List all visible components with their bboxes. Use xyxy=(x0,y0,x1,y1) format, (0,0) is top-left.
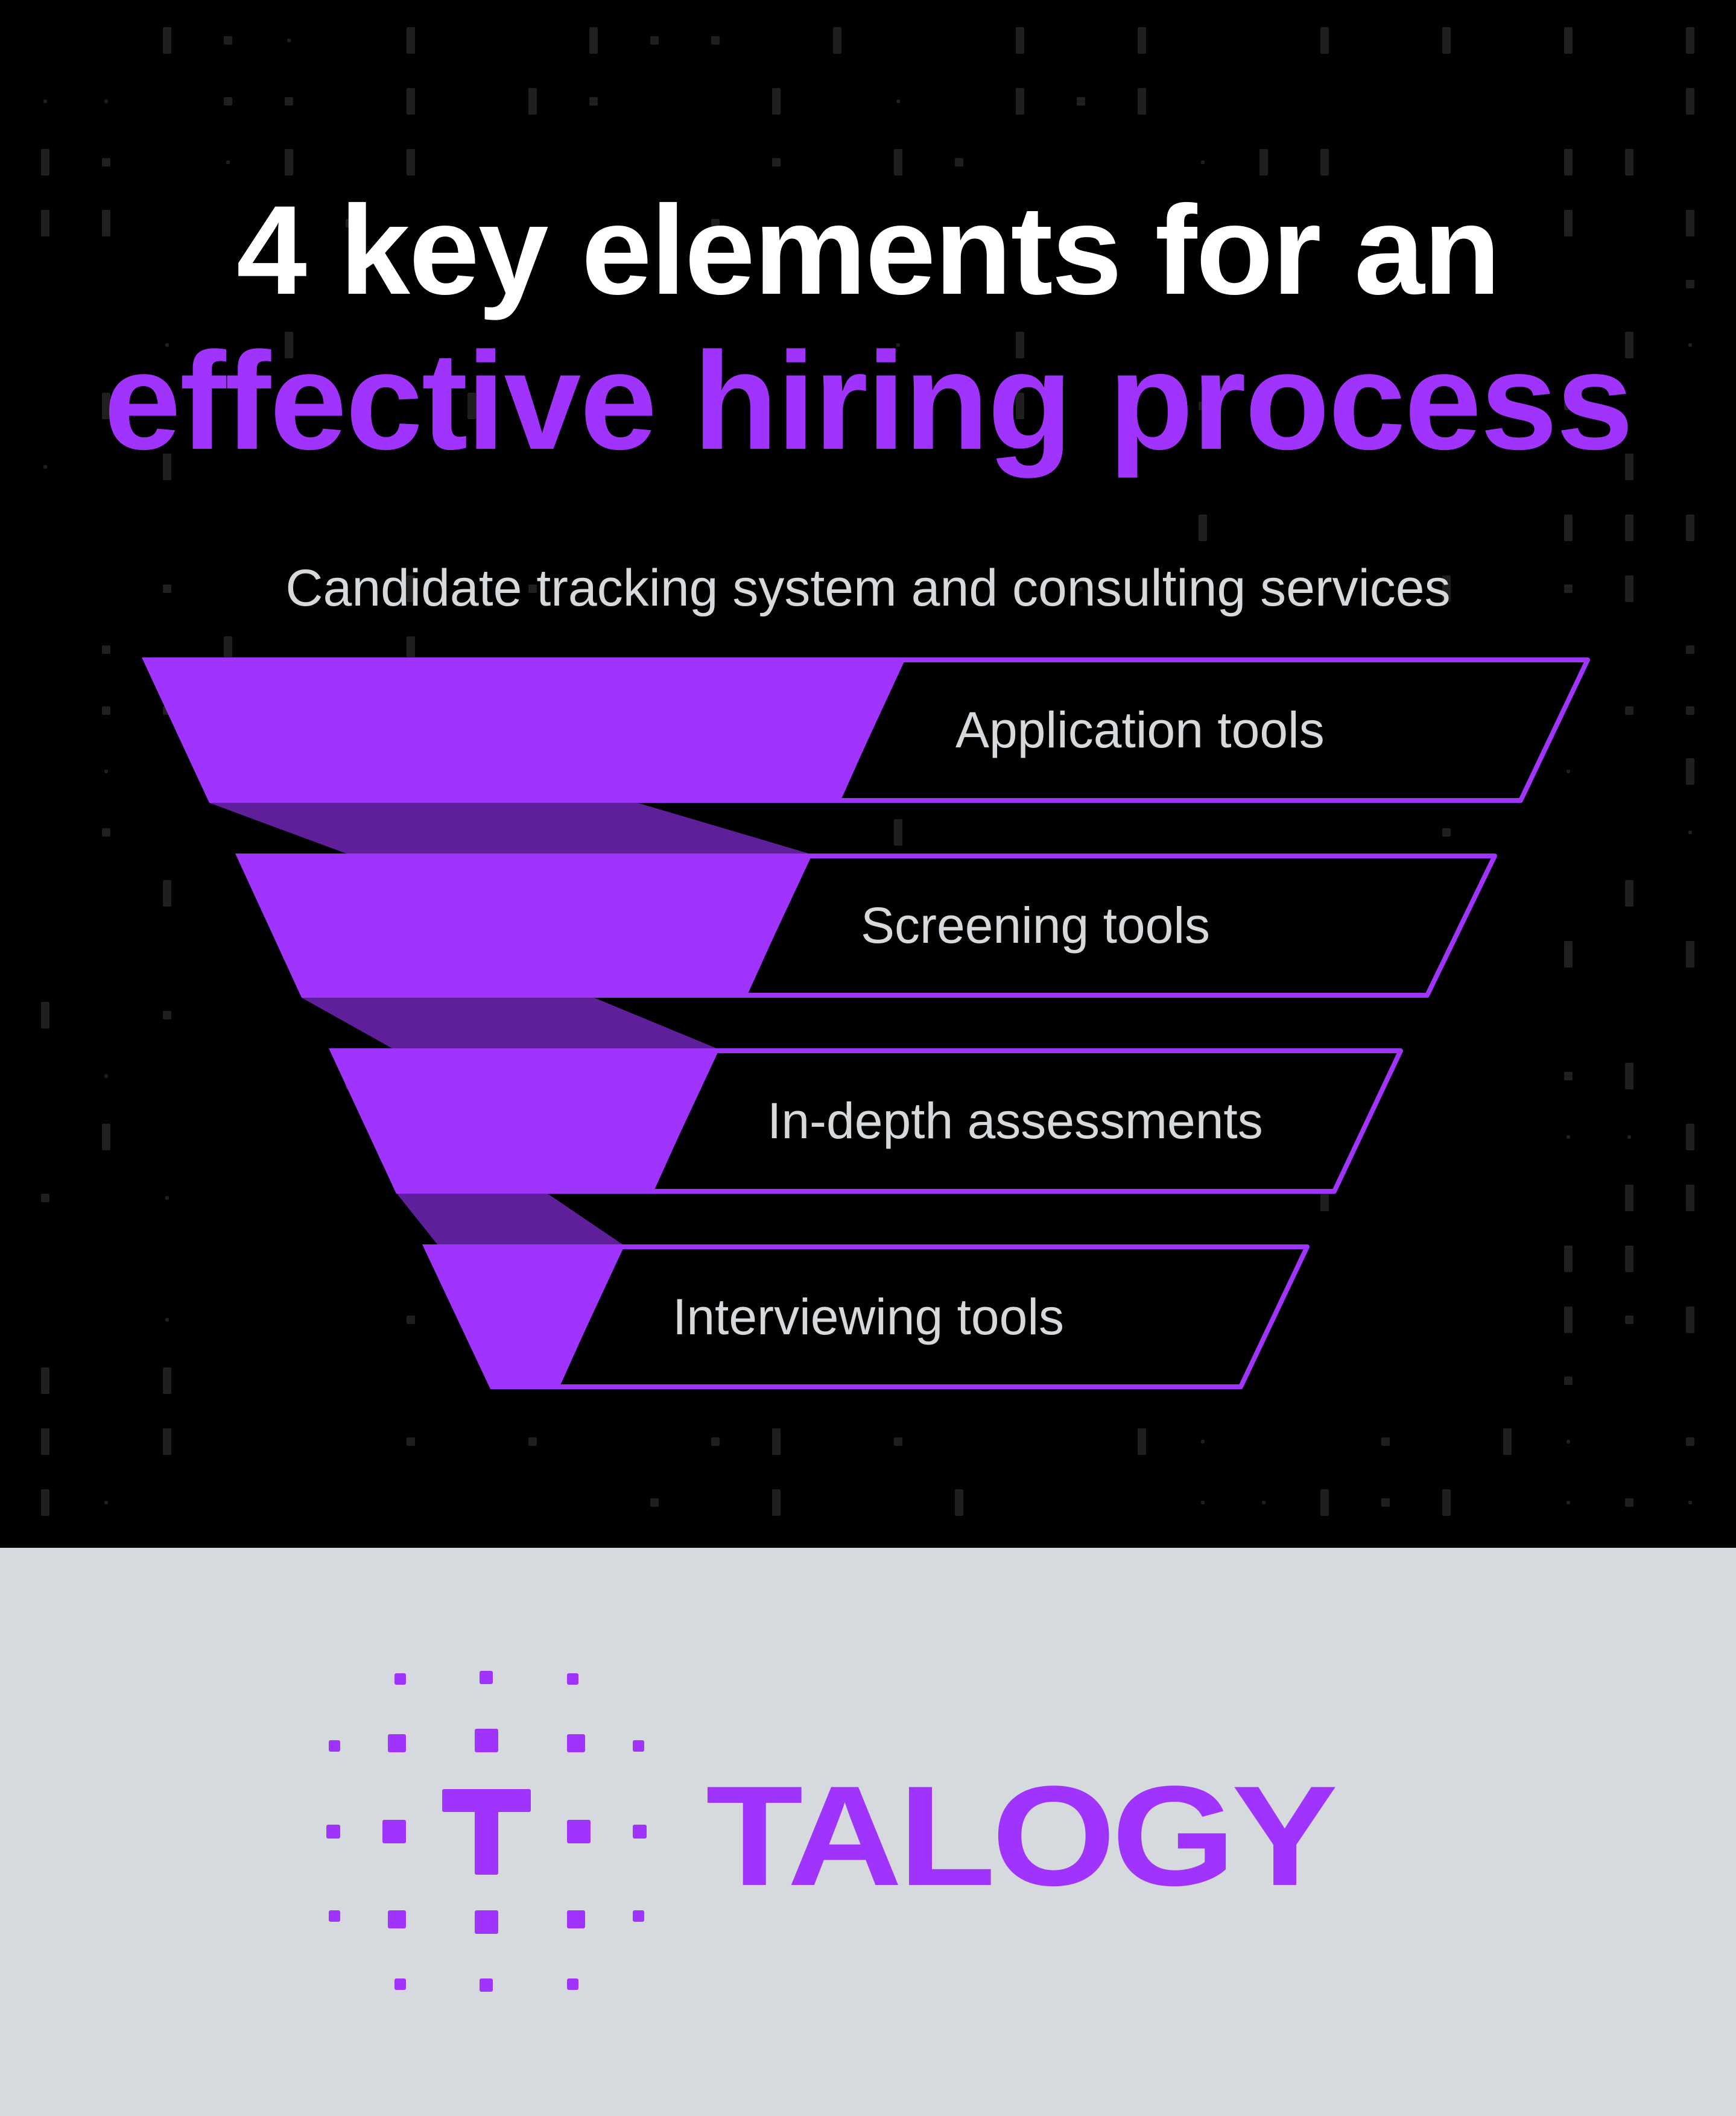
funnel-connector-2 xyxy=(302,998,717,1048)
funnel-stage-3-label: In-depth assessments xyxy=(767,1092,1263,1149)
infographic-top-section: 4 key elements for an effective hiring p… xyxy=(41,27,1694,1516)
funnel-stage-1-fill xyxy=(142,657,905,803)
funnel-stage-4-label: Interviewing tools xyxy=(673,1288,1064,1345)
funnel-stage-4 xyxy=(422,1244,1310,1389)
funnel-stage-2-label: Screening tools xyxy=(861,897,1211,954)
funnel-connector-3 xyxy=(397,1194,622,1244)
funnel-stage-2 xyxy=(235,854,1497,998)
page-title-line-2: effective hiring process xyxy=(104,323,1633,478)
talogy-wordmark: TALOGY xyxy=(706,1756,1338,1916)
funnel-subtitle: Candidate tracking system and consulting… xyxy=(285,559,1451,617)
funnel-stage-2-fill xyxy=(235,854,811,998)
brand-footer: TALOGY xyxy=(0,1548,1736,2116)
funnel-stage-1 xyxy=(142,657,1590,803)
funnel-stage-1-label: Application tools xyxy=(955,702,1325,758)
hiring-funnel xyxy=(142,657,1590,1389)
funnel-stage-4-fill xyxy=(422,1244,624,1389)
funnel-stage-3-fill xyxy=(329,1048,718,1194)
talogy-logo: TALOGY xyxy=(0,1548,1736,2116)
funnel-stage-3 xyxy=(329,1048,1403,1194)
funnel-connector-1 xyxy=(209,803,809,854)
page-title-line-1: 4 key elements for an xyxy=(236,179,1501,321)
talogy-t-dot-grid-icon xyxy=(326,1671,647,1992)
